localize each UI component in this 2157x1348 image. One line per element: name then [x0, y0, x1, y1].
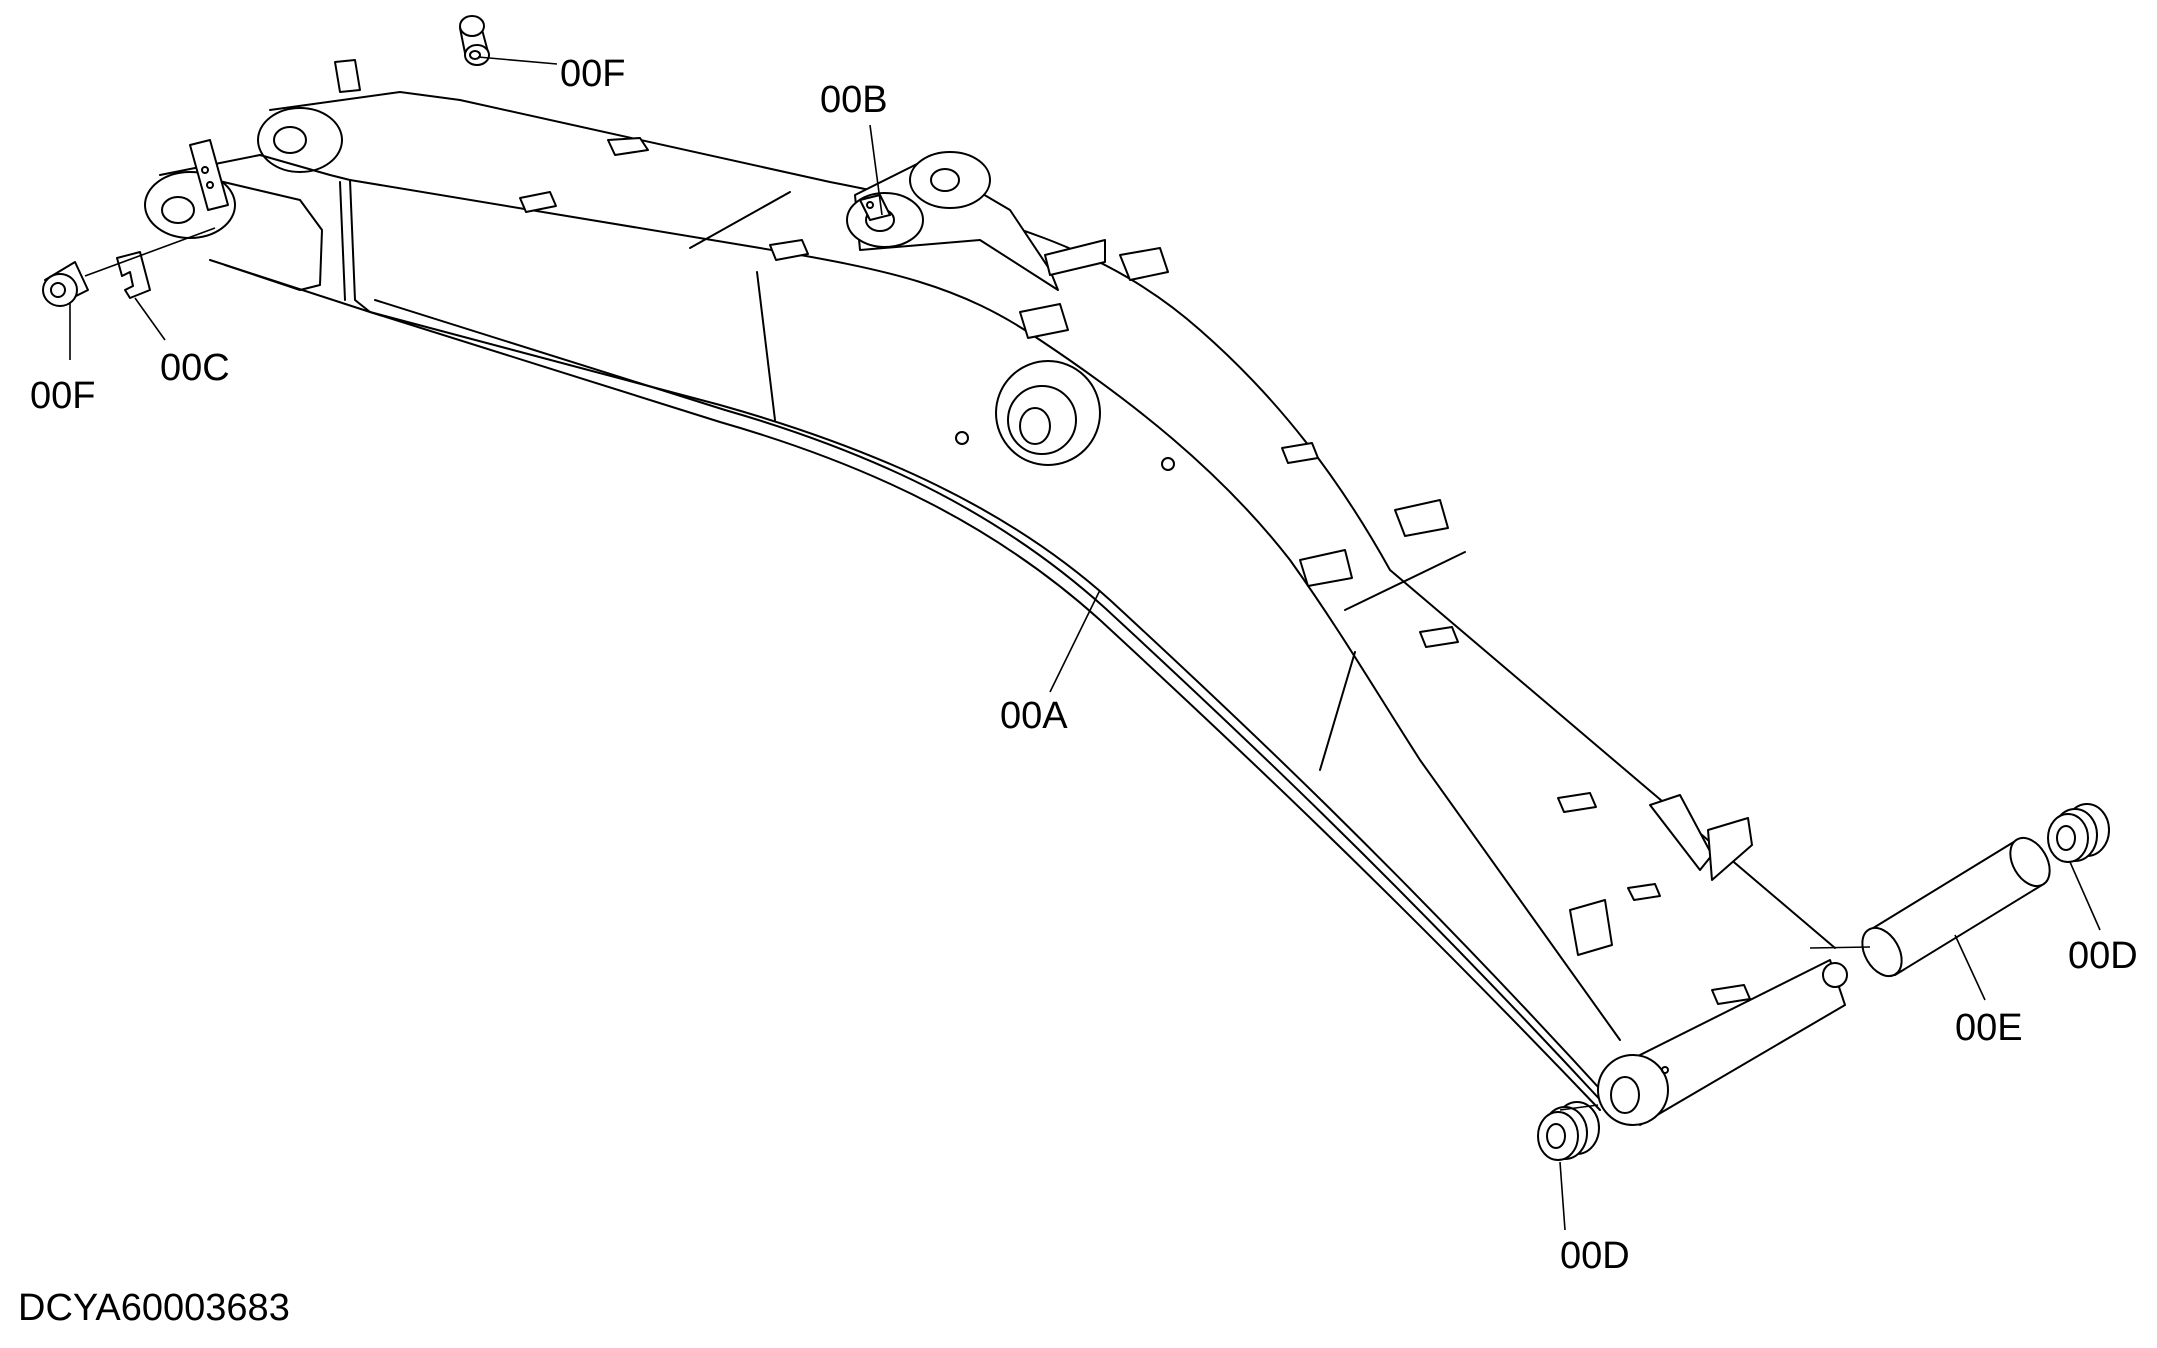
callout-00c: 00C: [160, 347, 230, 389]
part-00f-collar-left: [42, 261, 89, 307]
callout-00f-left: 00F: [30, 375, 95, 417]
part-00e-pin: [1861, 836, 2051, 978]
callout-00b: 00B: [820, 79, 888, 121]
leader-lines: [69, 56, 2101, 1231]
part-00d-bushing-bottom: [1537, 1101, 1600, 1161]
part-00d-bushing-right: [2047, 803, 2110, 863]
callout-00f-top: 00F: [560, 53, 625, 95]
callout-00e: 00E: [1955, 1007, 2023, 1049]
boom: [144, 59, 1848, 1126]
part-00f-collar-top: [459, 15, 490, 66]
callout-00d-right: 00D: [2068, 935, 2138, 977]
document-id: DCYA60003683: [18, 1287, 290, 1329]
callout-00d-bottom: 00D: [1560, 1235, 1630, 1277]
callout-00a: 00A: [1000, 695, 1068, 737]
part-00c-plate: [116, 251, 151, 299]
